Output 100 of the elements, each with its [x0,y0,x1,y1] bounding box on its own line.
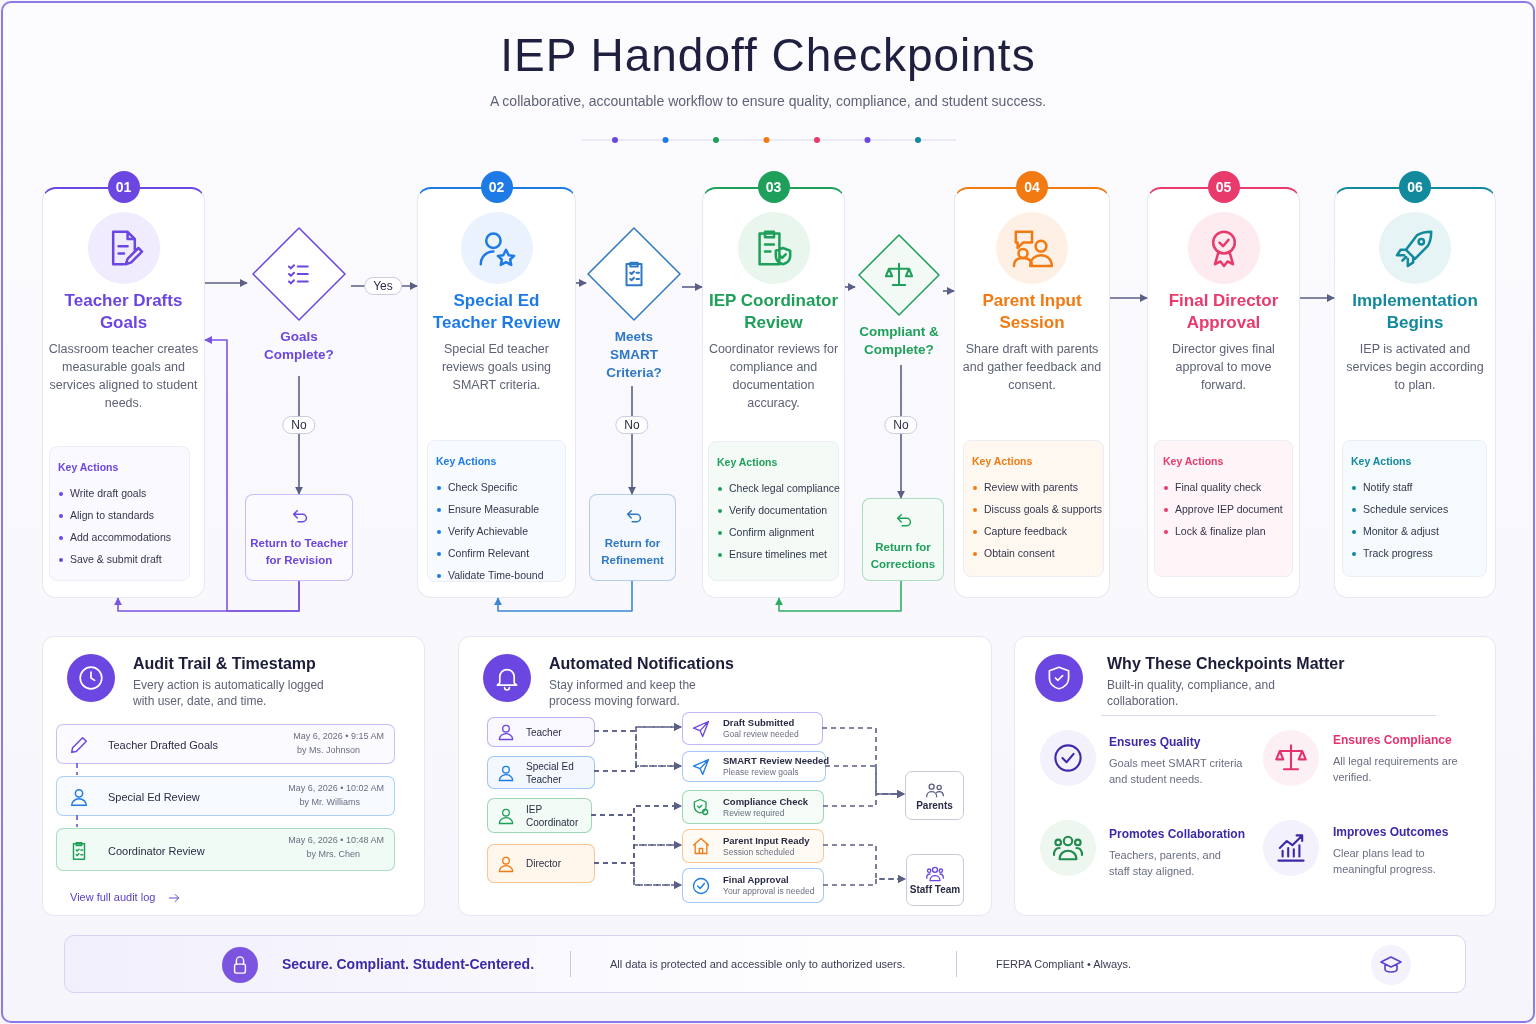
notification-detail: Your approval is needed [723,886,815,897]
dashed-connector [593,862,682,889]
action-item: Ensure Measurable [436,503,540,516]
step-card [1334,171,1496,598]
recipient-box [906,854,964,906]
step-description: Share draft with parents and gather feedback and consent. [961,341,1103,394]
action-item: Capture feedback [972,525,1067,538]
key-actions-heading: Key Actions [58,461,119,473]
key-actions-heading: Key Actions [436,455,497,467]
step-number: 05 [1207,171,1240,203]
arrow [494,580,633,612]
action-item: Discuss goals & supports [972,503,1102,516]
key-actions-heading: Key Actions [972,455,1033,467]
dashed-connector [593,762,682,772]
step-description: Coordinator reviews for compliance and documentation accuracy. [708,341,839,412]
arrow [942,287,955,295]
action-item: Obtain consent [972,547,1055,560]
key-actions-panel [708,441,839,581]
benefit-title: Ensures Quality [1109,735,1201,749]
action-item: Verify documentation [717,504,828,517]
audit-entry [56,724,395,764]
footer-note: All data is protected and accessible only to authorized users. [610,958,906,970]
arrow [844,283,856,291]
step-title: Teacher Drafts Goals [63,290,184,334]
entry-author: by Mr. Williams [299,796,360,809]
dashed-connector [822,875,906,886]
entry-title: Special Ed Review [108,790,200,805]
arrow [204,279,248,287]
action-item: Notify staff [1351,481,1413,494]
entry-title: Teacher Drafted Goals [108,738,219,753]
benefit-title: Promotes Collaboration [1109,827,1245,841]
dashed-connector [822,790,905,807]
decision-label: Meets SMART Criteria? [605,328,663,382]
footer-compliance: FERPA Compliant • Always. [996,958,1132,970]
action-item: Track progress [1351,547,1433,560]
notification-card [682,712,823,745]
notification-detail: Please review goals [723,767,800,778]
benefit-title: Improves Outcomes [1333,825,1449,839]
key-actions-heading: Key Actions [717,456,778,468]
edge-label: Yes [364,277,402,295]
role-box [487,717,595,747]
key-actions-panel [49,446,190,581]
decision-label: Goals Complete? [263,328,335,364]
notification-card [682,790,824,824]
action-item: Validate Time-bound [436,569,544,582]
role-label: Teacher [526,725,562,739]
step-description: Classroom teacher creates measurable goals and services aligned to student needs. [48,341,199,412]
arrow [1109,294,1148,302]
notification-title: Draft Submitted [723,717,796,729]
notification-title: Final Approval [723,874,790,886]
notification-title: Compliance Check [723,795,808,808]
notification-detail: Session scheduled [723,846,796,858]
action-item: Check legal compliance [717,482,840,495]
return-step-box [589,494,676,581]
recipient-label: Staff Team [909,884,961,896]
notification-card [682,868,824,903]
panel-title: Why These Checkpoints Matter [1107,655,1345,673]
entry-author: by Ms. Johnson [296,744,360,757]
step-card [42,171,205,598]
action-item: Confirm alignment [717,526,815,539]
key-actions-heading: Key Actions [1351,455,1412,467]
benefit-description: Clear plans lead to meaningful progress. [1333,846,1437,877]
notification-detail: Goal review needed [723,729,799,740]
step-card [702,171,845,598]
action-item: Add accommodations [58,531,171,544]
key-actions-panel [1342,440,1487,577]
return-step-box [862,498,944,581]
info-panel [42,636,425,916]
footer-tagline: Secure. Compliant. Student-Centered. [282,956,535,972]
notification-title: SMART Review Needed [723,755,830,767]
benefit-description: Goals meet SMART criteria and student needs. [1109,756,1244,787]
step-description: Director gives final approval to move forward. [1171,341,1276,394]
step-number: 02 [480,171,513,203]
panel-subtitle: Stay informed and keep the process moving forward. [549,677,697,709]
benefit-title: Ensures Compliance [1333,733,1452,747]
recipient-box [905,771,964,820]
audit-log-link: View full audit log [70,891,156,903]
action-item: Verify Achievable [436,525,528,538]
step-title: Final Director Approval [1167,290,1280,334]
key-actions-panel [1154,440,1293,577]
notification-title: Parent Input Ready [723,834,810,847]
benefit-description: All legal requirements are verified. [1333,754,1459,785]
action-item: Ensure timelines met [717,548,828,561]
page-subtitle: A collaborative, accountable workflow to ensure quality, compliance, and student success. [488,93,1048,109]
key-actions-panel [963,440,1104,577]
arrow [204,336,300,612]
entry-timestamp: May 6, 2026 • 9:15 AM [293,730,384,743]
step-card [1147,171,1300,598]
return-label: Return for Corrections [869,540,937,572]
step-title: Implementation Begins [1351,290,1479,334]
arrow [295,375,303,495]
action-item: Check Specific [436,481,518,494]
audit-entry [56,828,395,871]
page-title: IEP Handoff Checkpoints [499,28,1037,82]
info-panel [1014,636,1496,916]
audit-entry [56,776,395,816]
panel-title: Audit Trail & Timestamp [133,655,316,673]
action-item: Schedule services [1351,503,1449,516]
step-title: IEP Coordinator Review [708,290,839,334]
key-actions-heading: Key Actions [1163,455,1224,467]
